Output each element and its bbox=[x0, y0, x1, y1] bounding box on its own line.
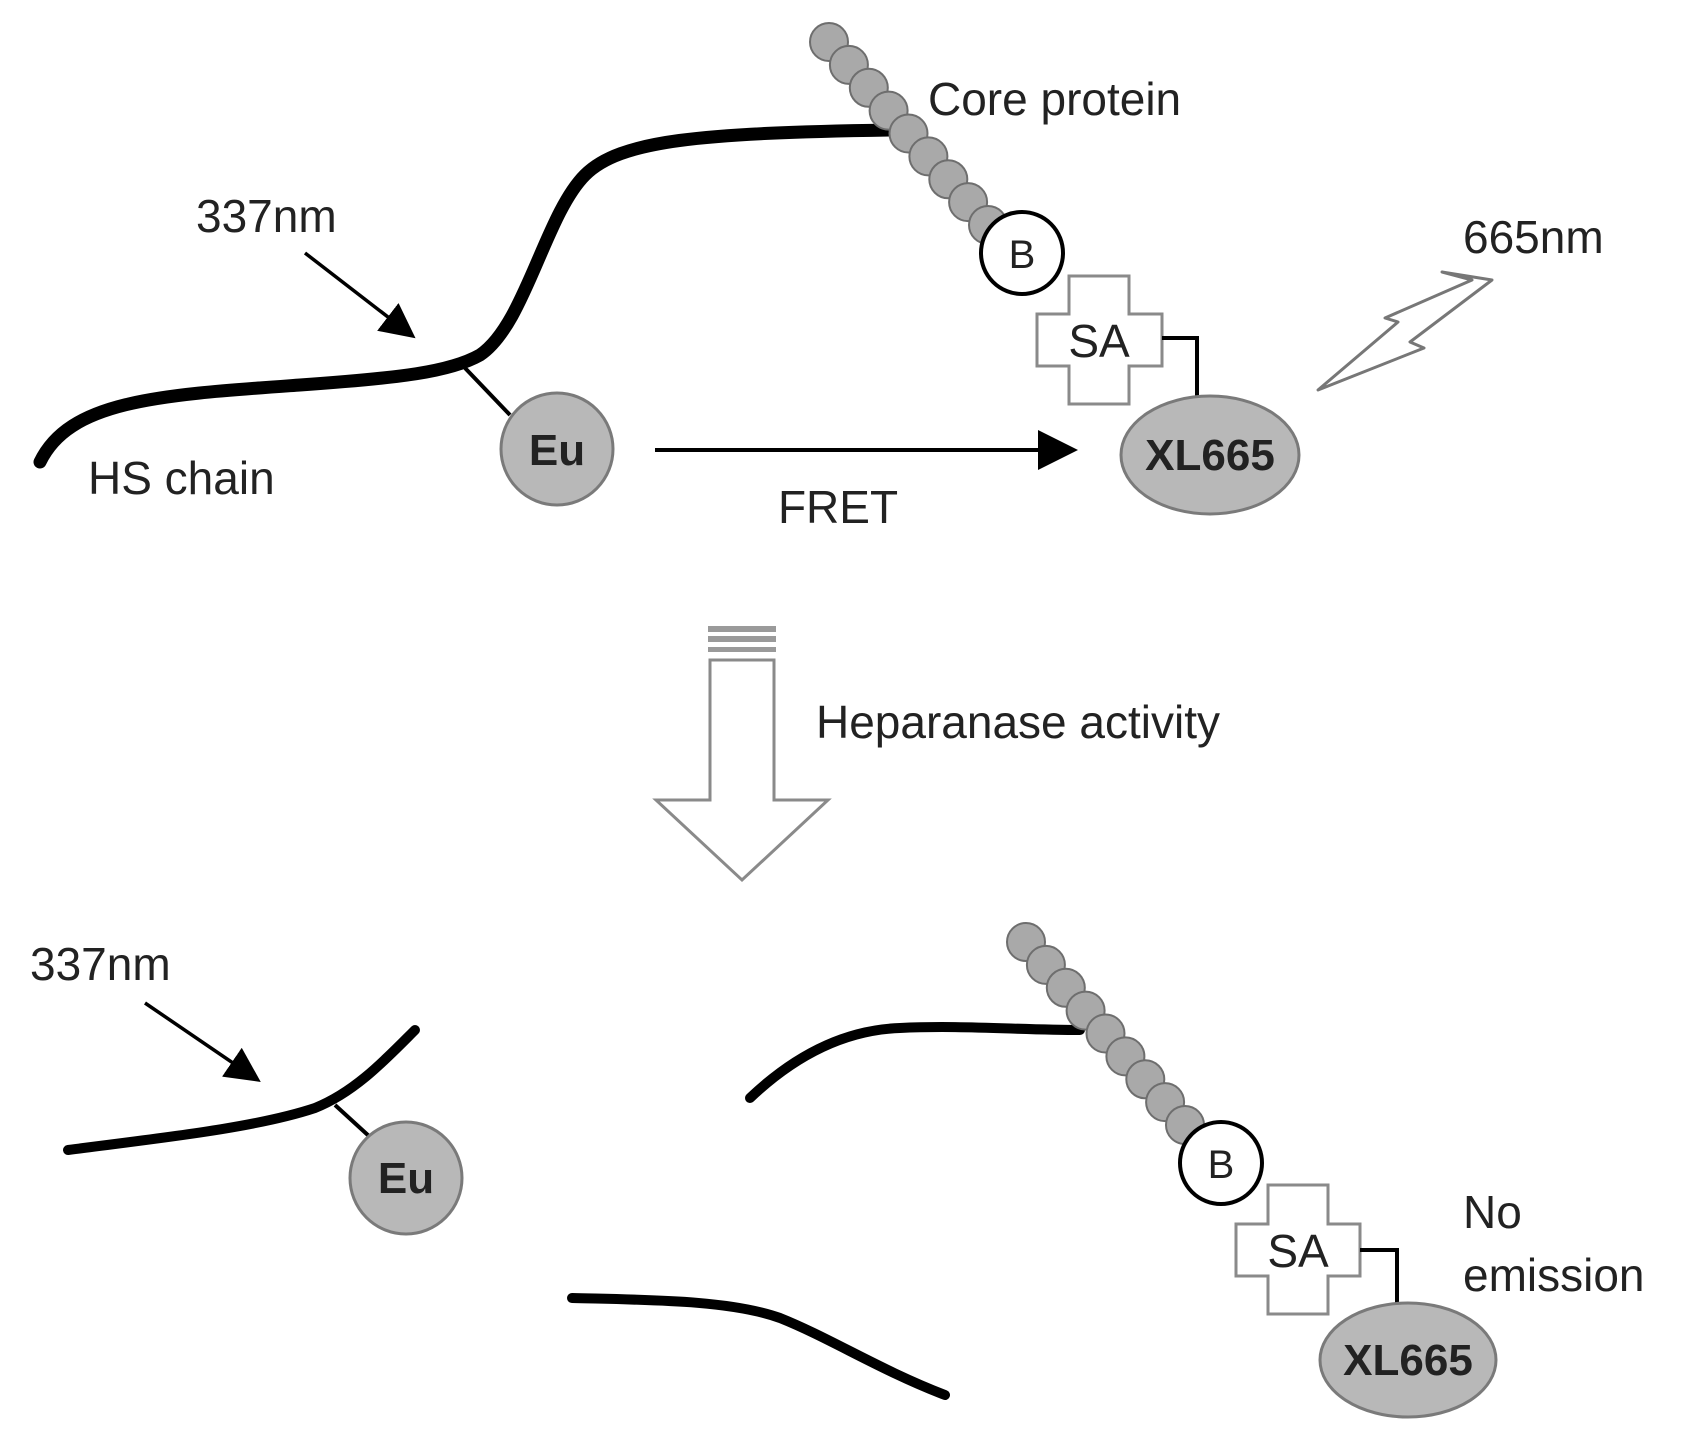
hs-fragment-3 bbox=[745, 1022, 1085, 1103]
fret-label: FRET bbox=[778, 481, 898, 533]
streptavidin-top bbox=[1035, 274, 1164, 406]
sa-xl665-linker-bottom bbox=[1360, 1248, 1399, 1305]
streptavidin-bottom-label: SA bbox=[1267, 1225, 1329, 1277]
hs-chain-label: HS chain bbox=[88, 452, 275, 504]
biotin-top bbox=[979, 210, 1065, 296]
core-protein-beads-bottom bbox=[1006, 922, 1205, 1145]
streptavidin-top-label: SA bbox=[1068, 315, 1130, 367]
excitation-arrow-bottom bbox=[144, 1001, 261, 1082]
eu-donor-bottom bbox=[348, 1120, 464, 1236]
hs-chain-top bbox=[33, 123, 897, 469]
biotin-bottom-label: B bbox=[1208, 1143, 1235, 1187]
xl665-acceptor-top bbox=[1119, 394, 1301, 516]
excitation-arrow-top bbox=[303, 251, 416, 339]
biotin-top-label: B bbox=[1009, 233, 1036, 277]
transition: Heparanase activity bbox=[652, 626, 1220, 883]
hs-fragment-2 bbox=[567, 1293, 950, 1400]
no-emission-label-line1: No bbox=[1463, 1186, 1522, 1238]
heparanase-activity-label: Heparanase activity bbox=[816, 696, 1220, 748]
excitation-label-bottom: 337nm bbox=[30, 938, 171, 990]
no-emission-label-line2: emission bbox=[1463, 1249, 1645, 1301]
eu-linker-top bbox=[463, 366, 512, 417]
eu-donor-top bbox=[499, 391, 615, 507]
xl665-acceptor-top-label: XL665 bbox=[1145, 431, 1275, 480]
bottom-panel: Eu 337nm B SA XL665 No emission bbox=[30, 922, 1645, 1419]
eu-donor-top-label: Eu bbox=[529, 426, 585, 475]
eu-donor-bottom-label: Eu bbox=[378, 1154, 434, 1203]
emission-lightning-icon bbox=[1316, 270, 1494, 392]
hollow-down-arrow-icon bbox=[652, 626, 832, 883]
sa-xl665-linker-top bbox=[1162, 336, 1199, 400]
biotin-bottom bbox=[1178, 1120, 1264, 1206]
core-protein-beads-top bbox=[809, 22, 1008, 245]
hs-fragment-1 bbox=[63, 1025, 420, 1155]
excitation-label-top: 337nm bbox=[196, 190, 337, 242]
xl665-acceptor-bottom-label: XL665 bbox=[1343, 1336, 1473, 1385]
eu-linker-bottom bbox=[333, 1103, 372, 1139]
xl665-acceptor-bottom bbox=[1318, 1301, 1498, 1419]
top-panel: Eu B SA XL665 Core protein 337nm 665nm H… bbox=[33, 22, 1604, 533]
core-protein-label: Core protein bbox=[928, 73, 1181, 125]
streptavidin-bottom bbox=[1234, 1183, 1362, 1316]
emission-label: 665nm bbox=[1463, 211, 1604, 263]
